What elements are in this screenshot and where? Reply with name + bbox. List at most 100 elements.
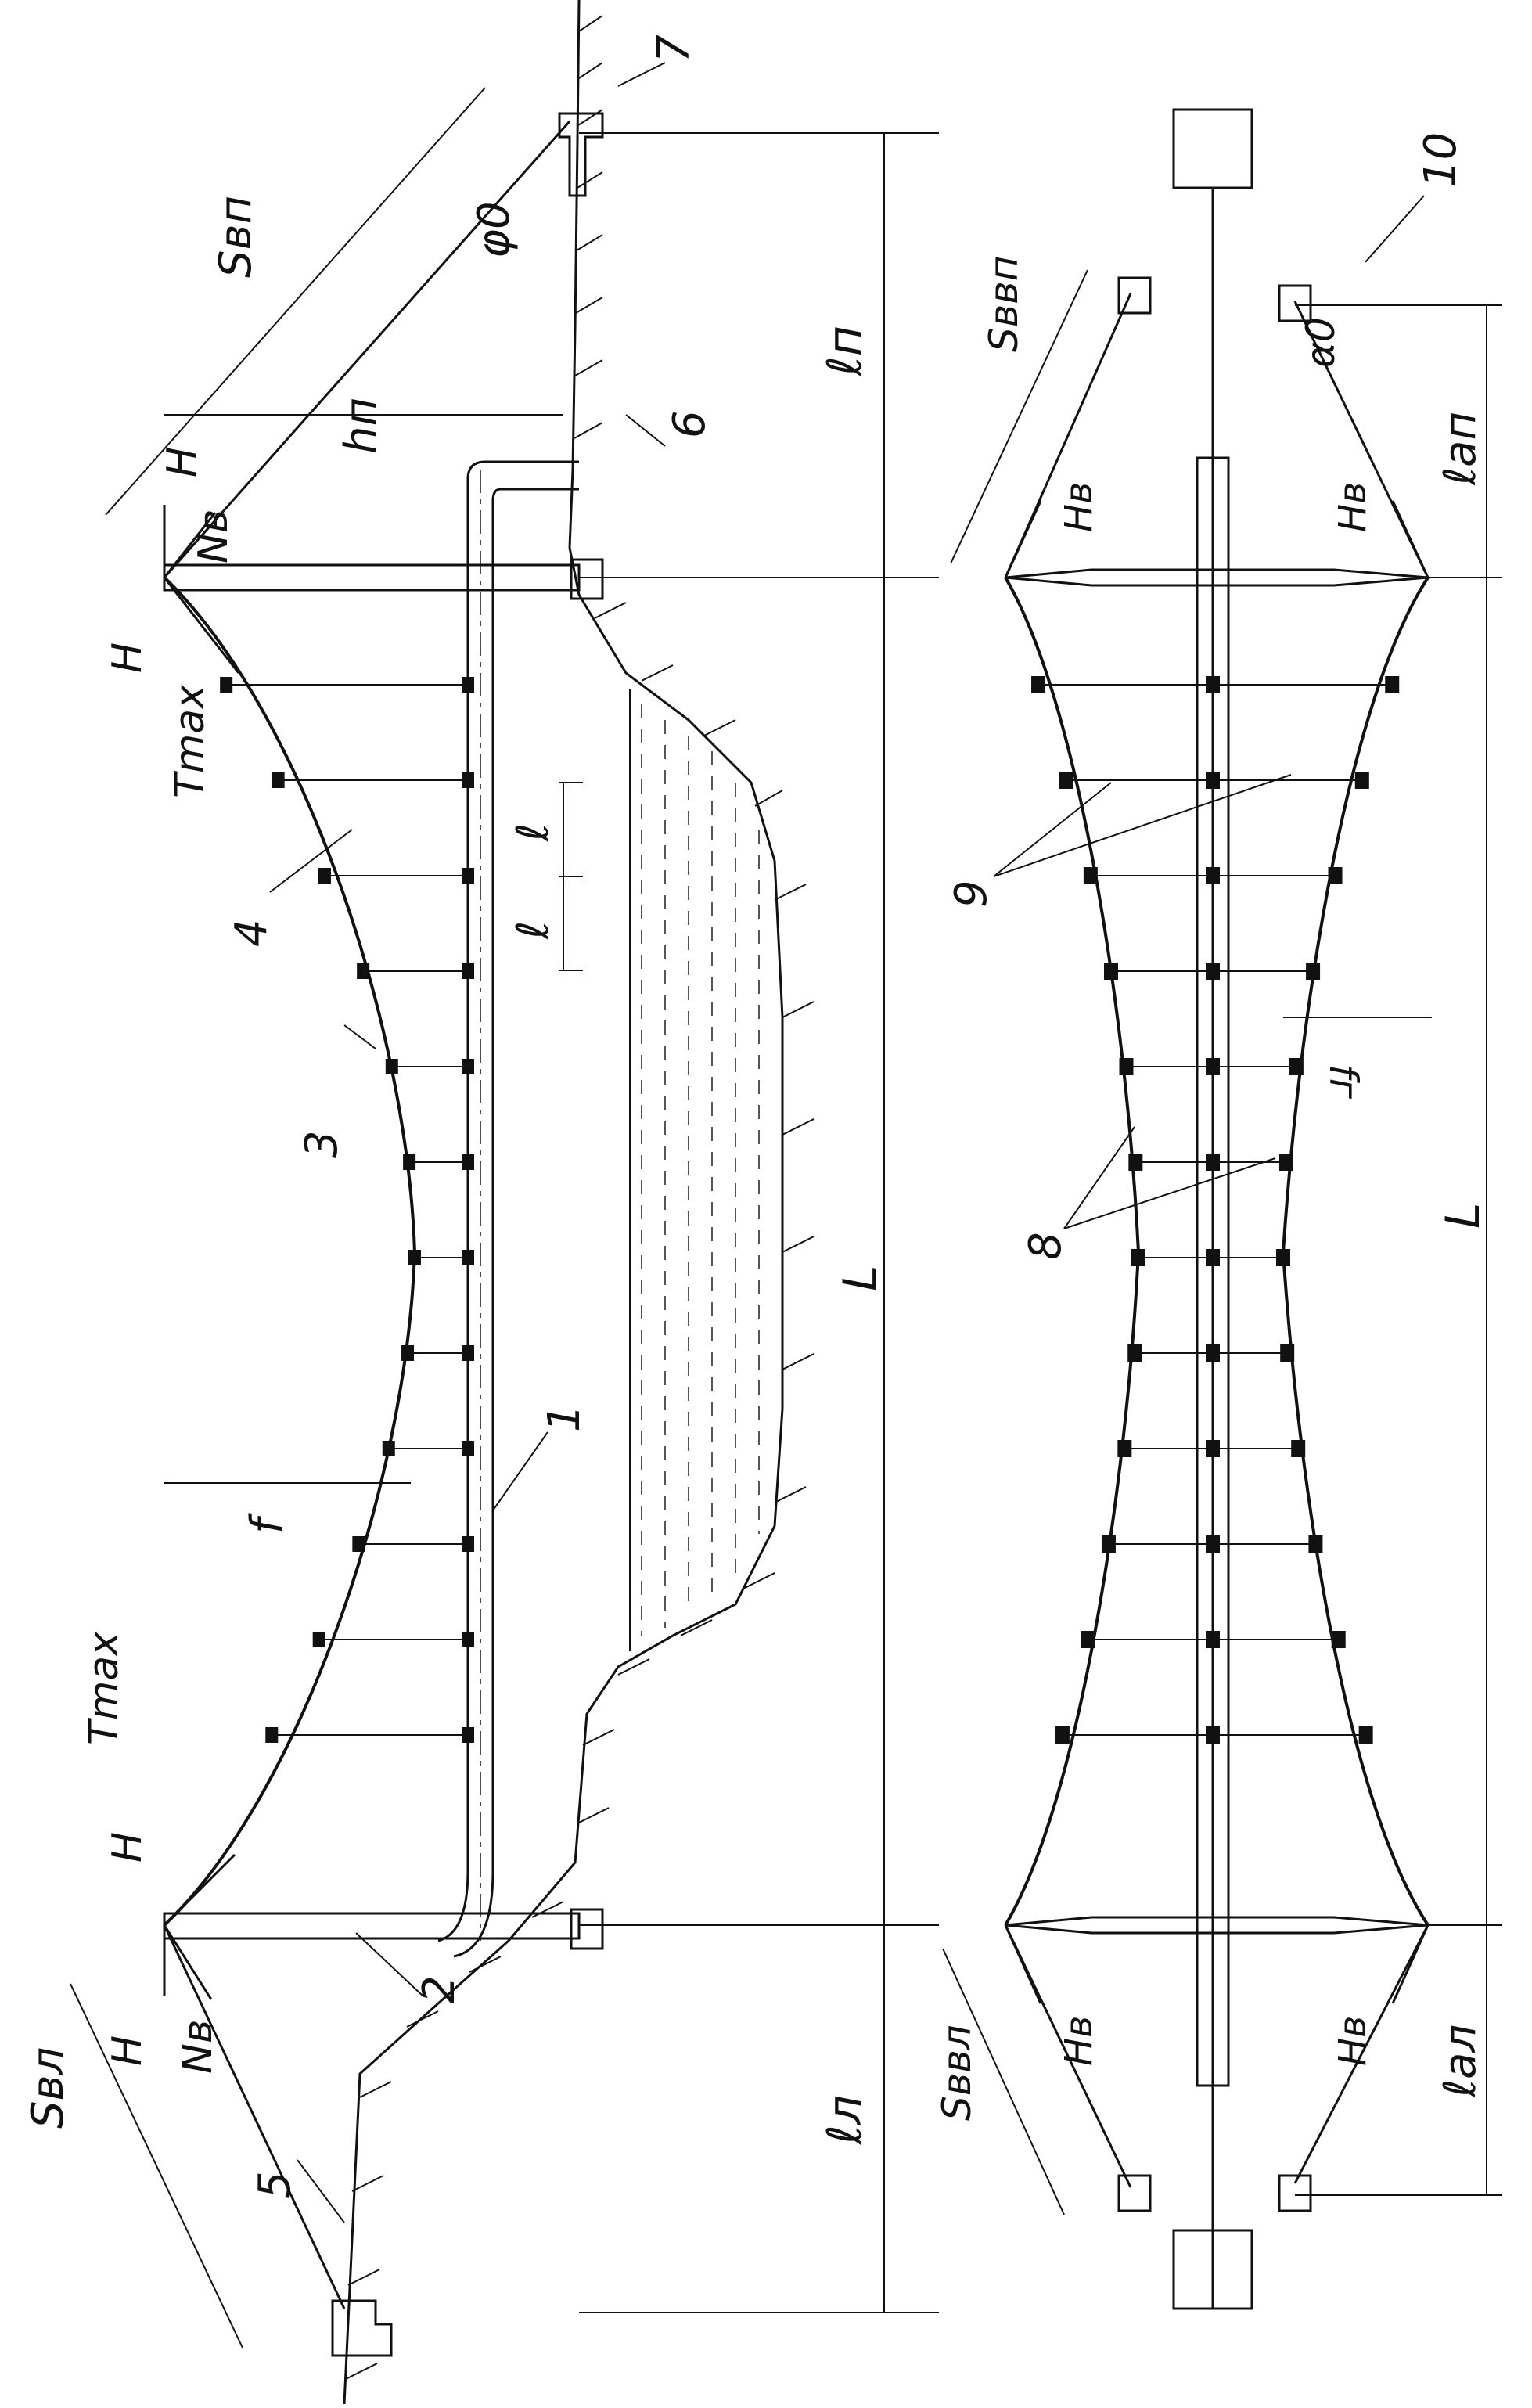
cable-clamp — [352, 1536, 365, 1552]
label-f-g: fг — [1321, 1064, 1366, 1100]
cable-clamp — [403, 1154, 416, 1170]
label-t-max-top: Tmax — [167, 684, 214, 798]
cable-clamp — [382, 1441, 395, 1456]
wind-clamp — [1127, 1344, 1142, 1362]
label-l-al: ℓал — [1435, 2025, 1486, 2098]
plan-dimension-lines — [942, 269, 1502, 2215]
wind-clamp — [1358, 1726, 1373, 1744]
callout-1: 1 — [539, 1404, 590, 1432]
force-arrows — [163, 505, 240, 2000]
right-anchor — [558, 112, 604, 197]
pipe-clamp — [462, 868, 474, 884]
wind-clamp — [1206, 676, 1220, 693]
label-l-small-2: ℓ — [508, 921, 559, 940]
plan-view: Sввп Sввл α0 ℓап ℓал L fг Hв Hв Hв Hв 8 … — [934, 108, 1502, 2310]
wind-clamp — [1354, 772, 1369, 789]
label-h-p: hп — [336, 398, 387, 454]
plan-callout-leaders — [993, 195, 1425, 1229]
plan-crossbeam-top — [1005, 568, 1429, 587]
wind-clamp — [1128, 1154, 1143, 1171]
label-h-v-top-right: Hв — [1331, 482, 1375, 532]
wind-clamp — [1206, 772, 1220, 789]
label-n-v-bottom: Nв — [174, 2019, 221, 2074]
wind-clamp — [1206, 1154, 1220, 1171]
wind-anchor-top-right — [1278, 284, 1312, 322]
pipe-clamp — [462, 1345, 474, 1361]
cable-clamp — [401, 1345, 415, 1361]
label-L-plan: L — [1436, 1203, 1491, 1229]
pipe-clamp — [462, 772, 474, 788]
pipe-clamps — [220, 677, 474, 1743]
cable-clamp — [385, 1059, 398, 1074]
wind-clamp — [1104, 963, 1119, 980]
hangers — [226, 684, 468, 1736]
callout-leaders — [269, 62, 666, 2223]
pipeline-inner — [453, 488, 579, 1958]
wind-clamp — [1308, 1535, 1323, 1553]
left-backstay-5 — [163, 1924, 346, 2309]
label-l-l: ℓл — [818, 2095, 872, 2145]
callout-9: 9 — [946, 880, 997, 908]
label-alpha0: α0 — [1298, 317, 1343, 368]
wind-anchor-bottom-right — [1278, 2174, 1312, 2212]
callout-5: 5 — [250, 2171, 300, 2199]
left-pylon — [163, 1912, 581, 1940]
wind-anchor-top-left — [1117, 276, 1152, 315]
pipe-clamp — [462, 1059, 474, 1074]
terrain-profile — [343, 0, 784, 2405]
plan-force-arrows — [1004, 500, 1430, 2004]
plan-end-block-top — [1172, 108, 1253, 189]
pipe-clamp — [462, 1250, 474, 1265]
callout-8: 8 — [1020, 1232, 1071, 1260]
wind-clamp — [1031, 676, 1046, 693]
pipeline — [437, 460, 579, 1942]
wind-clamp — [1206, 1344, 1220, 1362]
label-s-vvl: Sввл — [934, 2025, 980, 2121]
wind-clamp — [1331, 1631, 1346, 1648]
label-t-max-bottom: Tmax — [81, 1631, 128, 1745]
plan-pipe-body — [1196, 456, 1230, 2087]
label-l-p: ℓп — [818, 326, 872, 376]
wind-clamp — [1117, 1440, 1132, 1457]
label-l-ap: ℓап — [1435, 412, 1486, 486]
wind-hangers — [1031, 676, 1400, 1744]
wind-clamp — [1206, 867, 1220, 884]
label-L-side: L — [833, 1265, 888, 1291]
label-s-vl: Sвл — [23, 2047, 74, 2129]
label-h-v-bottom-right: Hв — [1331, 2016, 1375, 2066]
right-pylon — [163, 563, 581, 592]
right-pylon-foundation — [570, 558, 604, 600]
label-phi0: φ0 — [469, 201, 520, 258]
pipe-clamp — [462, 1727, 474, 1743]
wind-clamp — [1328, 867, 1343, 884]
wind-clamp — [1291, 1440, 1306, 1457]
wind-clamp — [1055, 1726, 1070, 1744]
pipe-clamp — [462, 677, 474, 693]
callout-6: 6 — [664, 410, 715, 438]
cable-clamp — [408, 1250, 421, 1265]
label-h-bottom-2: H — [104, 2035, 151, 2066]
left-pylon-foundation — [570, 1908, 604, 1950]
wind-clamp — [1059, 772, 1073, 789]
label-h-top-1: H — [159, 447, 206, 477]
wind-clamp — [1206, 1726, 1220, 1744]
right-backstay — [163, 121, 571, 578]
callout-7: 7 — [649, 34, 699, 63]
cable-clamp — [357, 963, 370, 979]
label-h-bottom-1: H — [104, 1832, 151, 1863]
ground-hatching — [345, 15, 815, 2380]
cable-clamp — [318, 868, 331, 884]
wind-clamp — [1119, 1058, 1134, 1075]
label-h-v-top-left: Hв — [1057, 482, 1101, 532]
wind-clamp — [1278, 1154, 1293, 1171]
pipe-clamp — [462, 1154, 474, 1170]
cable-clamp — [265, 1727, 279, 1743]
label-f: f — [242, 1513, 293, 1534]
wind-clamp — [1206, 1058, 1220, 1075]
label-l-small-1: ℓ — [508, 823, 559, 842]
cable-clamp — [272, 772, 285, 788]
pipe-clamp — [462, 1632, 474, 1647]
wind-clamp — [1206, 1440, 1220, 1457]
plan-end-block-bottom — [1172, 2229, 1253, 2310]
callout-10: 10 — [1415, 132, 1466, 188]
